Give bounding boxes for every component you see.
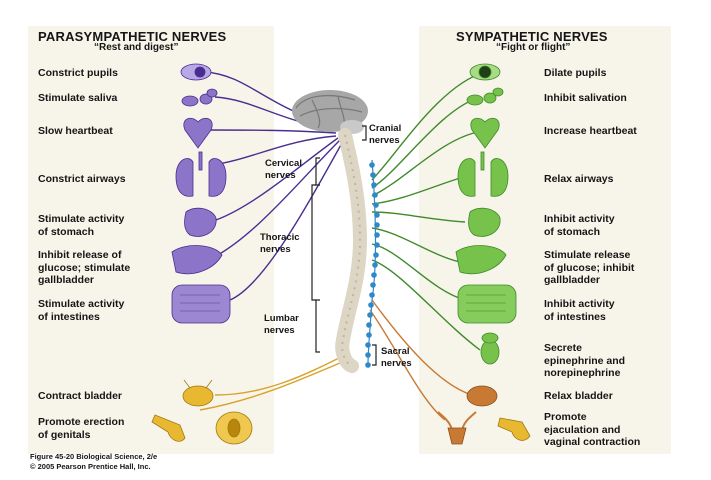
intestines-icon-parasympathetic — [171, 284, 231, 324]
liver-icon-sympathetic — [455, 245, 507, 275]
male-genitals-icon-sympathetic — [497, 417, 531, 441]
label-stimulate-saliva: Stimulate saliva — [38, 92, 118, 104]
heart-icon-parasympathetic — [183, 117, 213, 149]
label-contract-bladder: Contract bladder — [38, 390, 123, 402]
label-inhibit-glucose: Inhibit release of glucose; stimulate ga… — [38, 249, 131, 286]
spinal-column — [335, 128, 368, 373]
label-inhibit-stomach: Inhibit activity of stomach — [544, 213, 615, 238]
label-promote-ejaculation: Promote ejaculation and vaginal contract… — [544, 411, 641, 448]
parasympathetic-organs — [171, 63, 231, 324]
label-inhibit-salivation: Inhibit salivation — [544, 92, 627, 104]
salivary-gland-icon-parasympathetic — [181, 88, 218, 107]
label-promote-erection: Promote erection of genitals — [38, 416, 125, 441]
label-sacral-nerves: Sacral nerves — [381, 346, 412, 369]
sacral-organs — [151, 379, 253, 445]
sympathetic-title: SYMPATHETIC NERVES — [456, 29, 608, 44]
lumbar-sympathetic-lines — [369, 299, 473, 421]
parasympathetic-title: PARASYMPATHETIC NERVES — [38, 29, 227, 44]
male-genitals-icon — [151, 414, 186, 442]
brain-illustration — [292, 90, 368, 134]
region-brackets — [311, 125, 377, 366]
label-cranial-nerves: Cranial nerves — [369, 123, 402, 146]
label-increase-heartbeat: Increase heartbeat — [544, 125, 637, 137]
sympathetic-lower-organs — [437, 385, 531, 445]
liver-icon-parasympathetic — [171, 245, 223, 275]
label-constrict-pupils: Constrict pupils — [38, 67, 118, 79]
label-slow-heartbeat: Slow heartbeat — [38, 125, 113, 137]
sympathetic-panel — [419, 26, 671, 454]
label-stimulate-intestines: Stimulate activity of intestines — [38, 298, 125, 323]
sympathetic-chain-ganglia — [365, 159, 380, 368]
label-dilate-pupils: Dilate pupils — [544, 67, 607, 79]
salivary-gland-icon-sympathetic — [466, 87, 504, 106]
label-secrete-epinephrine: Secrete epinephrine and norepinephrine — [544, 342, 626, 379]
label-stimulate-stomach: Stimulate activity of stomach — [38, 213, 125, 238]
sympathetic-subtitle: “Fight or flight” — [496, 42, 571, 53]
label-thoracic-nerves: Thoracic nerves — [260, 232, 300, 255]
lungs-icon-sympathetic — [457, 151, 509, 197]
parasympathetic-subtitle: “Rest and digest” — [94, 42, 179, 53]
uterus-icon — [437, 411, 477, 445]
figure-caption: Figure 45-20 Biological Science, 2/e © 2… — [30, 452, 158, 471]
female-genitals-icon — [215, 411, 253, 445]
bladder-icon-sympathetic — [466, 385, 498, 407]
label-stimulate-glucose: Stimulate release of glucose; inhibit ga… — [544, 249, 635, 286]
label-lumbar-nerves: Lumbar nerves — [264, 313, 299, 336]
lungs-icon-parasympathetic — [175, 151, 227, 197]
label-inhibit-intestines: Inhibit activity of intestines — [544, 298, 615, 323]
sympathetic-organs — [455, 63, 517, 365]
stomach-icon-parasympathetic — [184, 207, 217, 237]
label-cervical-nerves: Cervical nerves — [265, 158, 302, 181]
eye-icon-sympathetic — [469, 63, 501, 81]
label-constrict-airways: Constrict airways — [38, 173, 126, 185]
eye-icon-parasympathetic — [180, 63, 212, 81]
label-relax-airways: Relax airways — [544, 173, 614, 185]
stomach-icon-sympathetic — [468, 207, 501, 237]
bladder-icon-parasympathetic — [182, 379, 214, 407]
parasympathetic-nerve-lines — [204, 71, 343, 301]
intestines-icon-sympathetic — [457, 284, 517, 324]
parasympathetic-panel — [28, 26, 274, 454]
heart-icon-sympathetic — [470, 117, 500, 149]
adrenal-gland-icon — [480, 332, 500, 365]
sacral-nerve-lines — [199, 354, 348, 411]
label-relax-bladder: Relax bladder — [544, 390, 613, 402]
